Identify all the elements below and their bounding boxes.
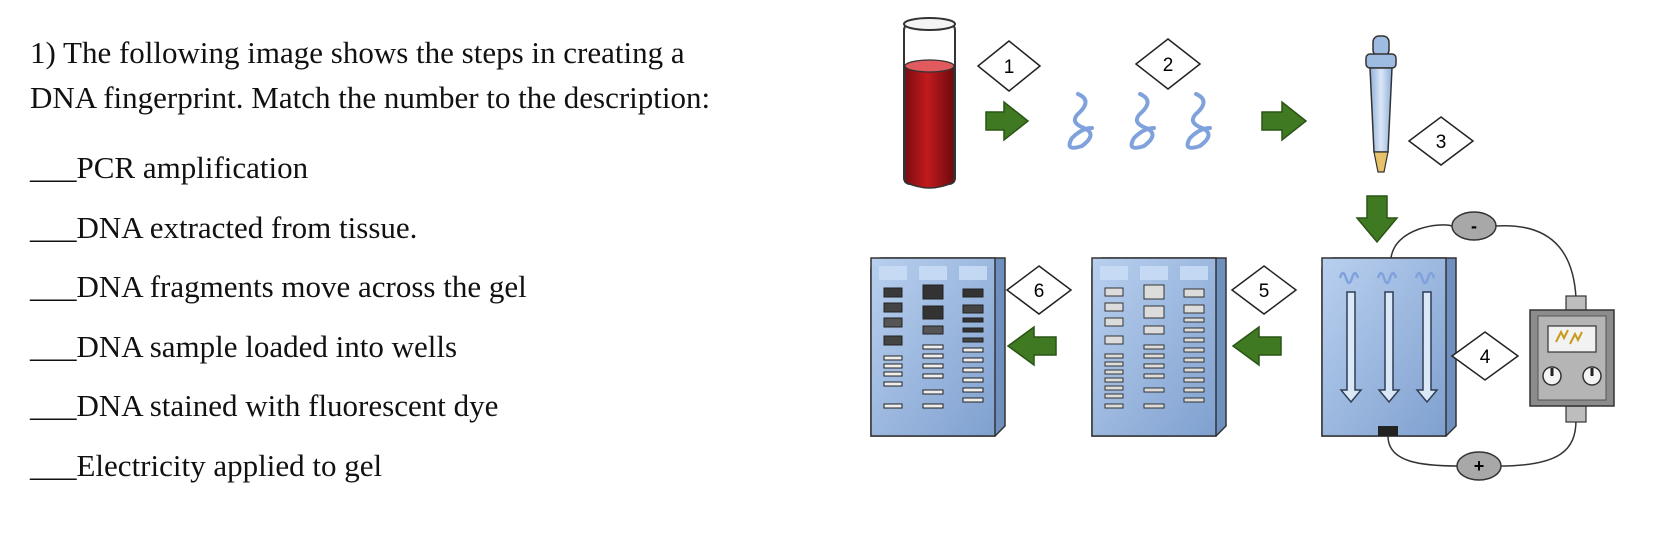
svg-text:5: 5 <box>1259 281 1270 302</box>
step-label-6: 6 <box>1005 265 1073 315</box>
answer-blank[interactable]: ___ <box>30 388 77 423</box>
answer-item: ___DNA extracted from tissue. <box>30 198 810 258</box>
step-label-2: 2 <box>1134 38 1202 90</box>
stained-gel <box>1091 257 1227 437</box>
step-label-1: 1 <box>976 40 1042 92</box>
answer-description: DNA stained with fluorescent dye <box>76 388 499 423</box>
arrow-right-icon <box>1261 100 1308 142</box>
answer-description: DNA sample loaded into wells <box>76 328 458 364</box>
fingerprint-gel <box>870 257 1006 437</box>
dna-strand-icon <box>1129 92 1156 150</box>
question-prompt-line-1: 1) The following image shows the steps i… <box>30 35 685 70</box>
positive-terminal-label: + <box>1474 456 1485 476</box>
answer-blank[interactable]: ___ <box>30 150 77 185</box>
question-prompt: 1) The following image shows the steps i… <box>30 30 810 120</box>
svg-text:4: 4 <box>1480 347 1491 368</box>
pipette-icon <box>1365 35 1397 173</box>
arrow-right-icon <box>985 100 1030 142</box>
step-label-5: 5 <box>1230 265 1298 315</box>
answer-blank[interactable]: ___ <box>30 269 77 304</box>
svg-text:6: 6 <box>1034 281 1045 302</box>
answer-blank[interactable]: ___ <box>30 447 77 483</box>
arrow-left-icon <box>1006 325 1057 367</box>
answer-blank[interactable]: ___ <box>30 209 77 245</box>
answer-description: DNA extracted from tissue. <box>76 209 418 245</box>
negative-terminal-icon: - <box>1451 211 1497 241</box>
answer-description: PCR amplification <box>76 150 309 185</box>
svg-text:3: 3 <box>1436 132 1447 153</box>
answer-blank[interactable]: ___ <box>30 328 77 364</box>
power-supply-icon <box>1529 295 1615 423</box>
answer-item: ___DNA fragments move across the gel <box>30 257 810 317</box>
question-prompt-line-2: DNA fingerprint. Match the number to the… <box>30 80 711 115</box>
step-label-3: 3 <box>1407 116 1475 166</box>
question-block: 1) The following image shows the steps i… <box>30 30 810 495</box>
negative-terminal-label: - <box>1471 216 1477 236</box>
answer-item: ___Electricity applied to gel <box>30 436 810 496</box>
arrow-left-icon <box>1231 325 1282 367</box>
svg-text:1: 1 <box>1004 57 1015 78</box>
blood-tube-icon <box>903 17 956 189</box>
answer-item: ___DNA stained with fluorescent dye <box>30 376 810 436</box>
arrow-down-icon <box>1355 195 1399 244</box>
answer-item: ___DNA sample loaded into wells <box>30 317 810 377</box>
dna-strand-icon <box>1185 92 1212 150</box>
svg-text:2: 2 <box>1163 55 1174 76</box>
answer-description: DNA fragments move across the gel <box>76 269 527 304</box>
positive-terminal-icon: + <box>1456 451 1502 481</box>
answer-list: ___ PCR amplification ___DNA extracted f… <box>30 138 810 495</box>
answer-description: Electricity applied to gel <box>76 447 383 483</box>
step-label-4: 4 <box>1450 331 1520 381</box>
electrophoresis-gel <box>1321 257 1457 437</box>
answer-item: ___ PCR amplification <box>30 138 810 198</box>
dna-strand-icon <box>1067 92 1094 150</box>
